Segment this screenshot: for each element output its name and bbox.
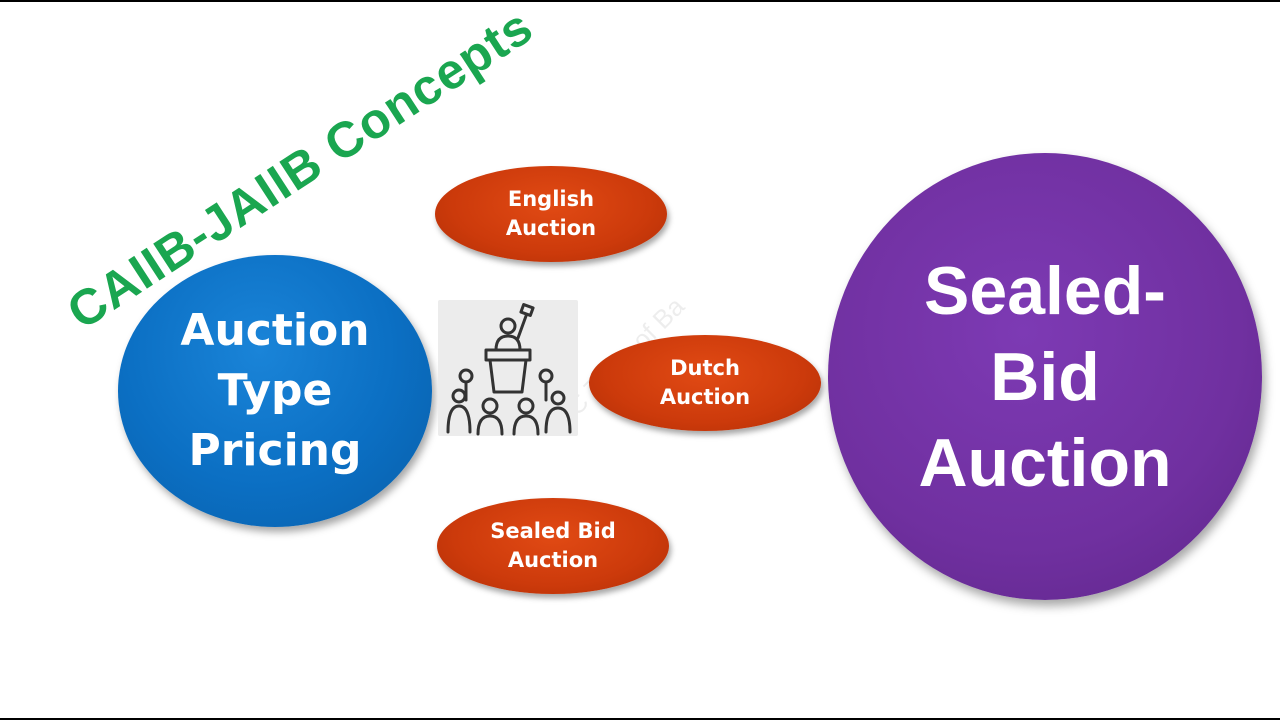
- bottom-border: [0, 718, 1280, 720]
- highlight-node-line: Auction: [918, 424, 1172, 501]
- branch-node-sealed-bid-auction: Sealed Bid Auction: [437, 498, 669, 594]
- branch-node-line: Auction: [659, 385, 751, 409]
- branch-node-line: Sealed Bid: [490, 519, 616, 543]
- branch-node-dutch-auction: Dutch Auction: [589, 335, 821, 431]
- highlight-node-line: Bid: [990, 338, 1100, 415]
- branch-node-line: English: [507, 187, 595, 211]
- central-node-auction-type-pricing: Auction Type Pricing: [118, 255, 432, 527]
- branch-node-line: Auction: [507, 548, 599, 572]
- branch-node-english-auction: English Auction: [435, 166, 667, 262]
- top-border: [0, 0, 1280, 2]
- auction-podium-icon: [438, 300, 578, 436]
- branch-node-line: Auction: [505, 216, 597, 240]
- central-node-line: Type: [217, 365, 333, 416]
- highlight-node-sealed-bid-auction: Sealed- Bid Auction: [828, 153, 1262, 600]
- central-node-line: Pricing: [188, 425, 362, 476]
- central-node-line: Auction: [180, 305, 370, 356]
- branch-node-line: Dutch: [670, 356, 740, 380]
- highlight-node-line: Sealed-: [924, 252, 1166, 329]
